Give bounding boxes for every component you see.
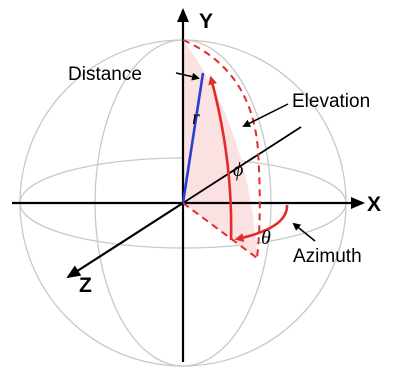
azimuth-angle-symbol: θ xyxy=(261,227,271,249)
azimuth-arc xyxy=(234,204,289,243)
azimuth-callout: Azimuth xyxy=(293,246,362,267)
x-axis-label: X xyxy=(367,193,381,216)
elevation-wedge xyxy=(183,40,257,258)
elevation-arc xyxy=(208,75,233,241)
projection-dashed xyxy=(182,202,258,259)
elevation-meridian-dashed xyxy=(182,39,261,259)
z-axis xyxy=(66,202,184,279)
distance-callout: Distance xyxy=(68,64,142,85)
radius-symbol: r xyxy=(192,107,200,129)
azimuth-pointer xyxy=(292,222,316,242)
z-axis-back xyxy=(182,126,302,204)
elevation-callout: Elevation xyxy=(292,91,370,112)
radius-vector xyxy=(181,72,205,204)
elevation-angle-symbol: ϕ xyxy=(233,159,243,181)
y-axis-label: Y xyxy=(199,10,213,33)
z-axis-label: Z xyxy=(79,274,92,297)
distance-pointer xyxy=(175,72,200,81)
elevation-pointer xyxy=(242,103,289,127)
